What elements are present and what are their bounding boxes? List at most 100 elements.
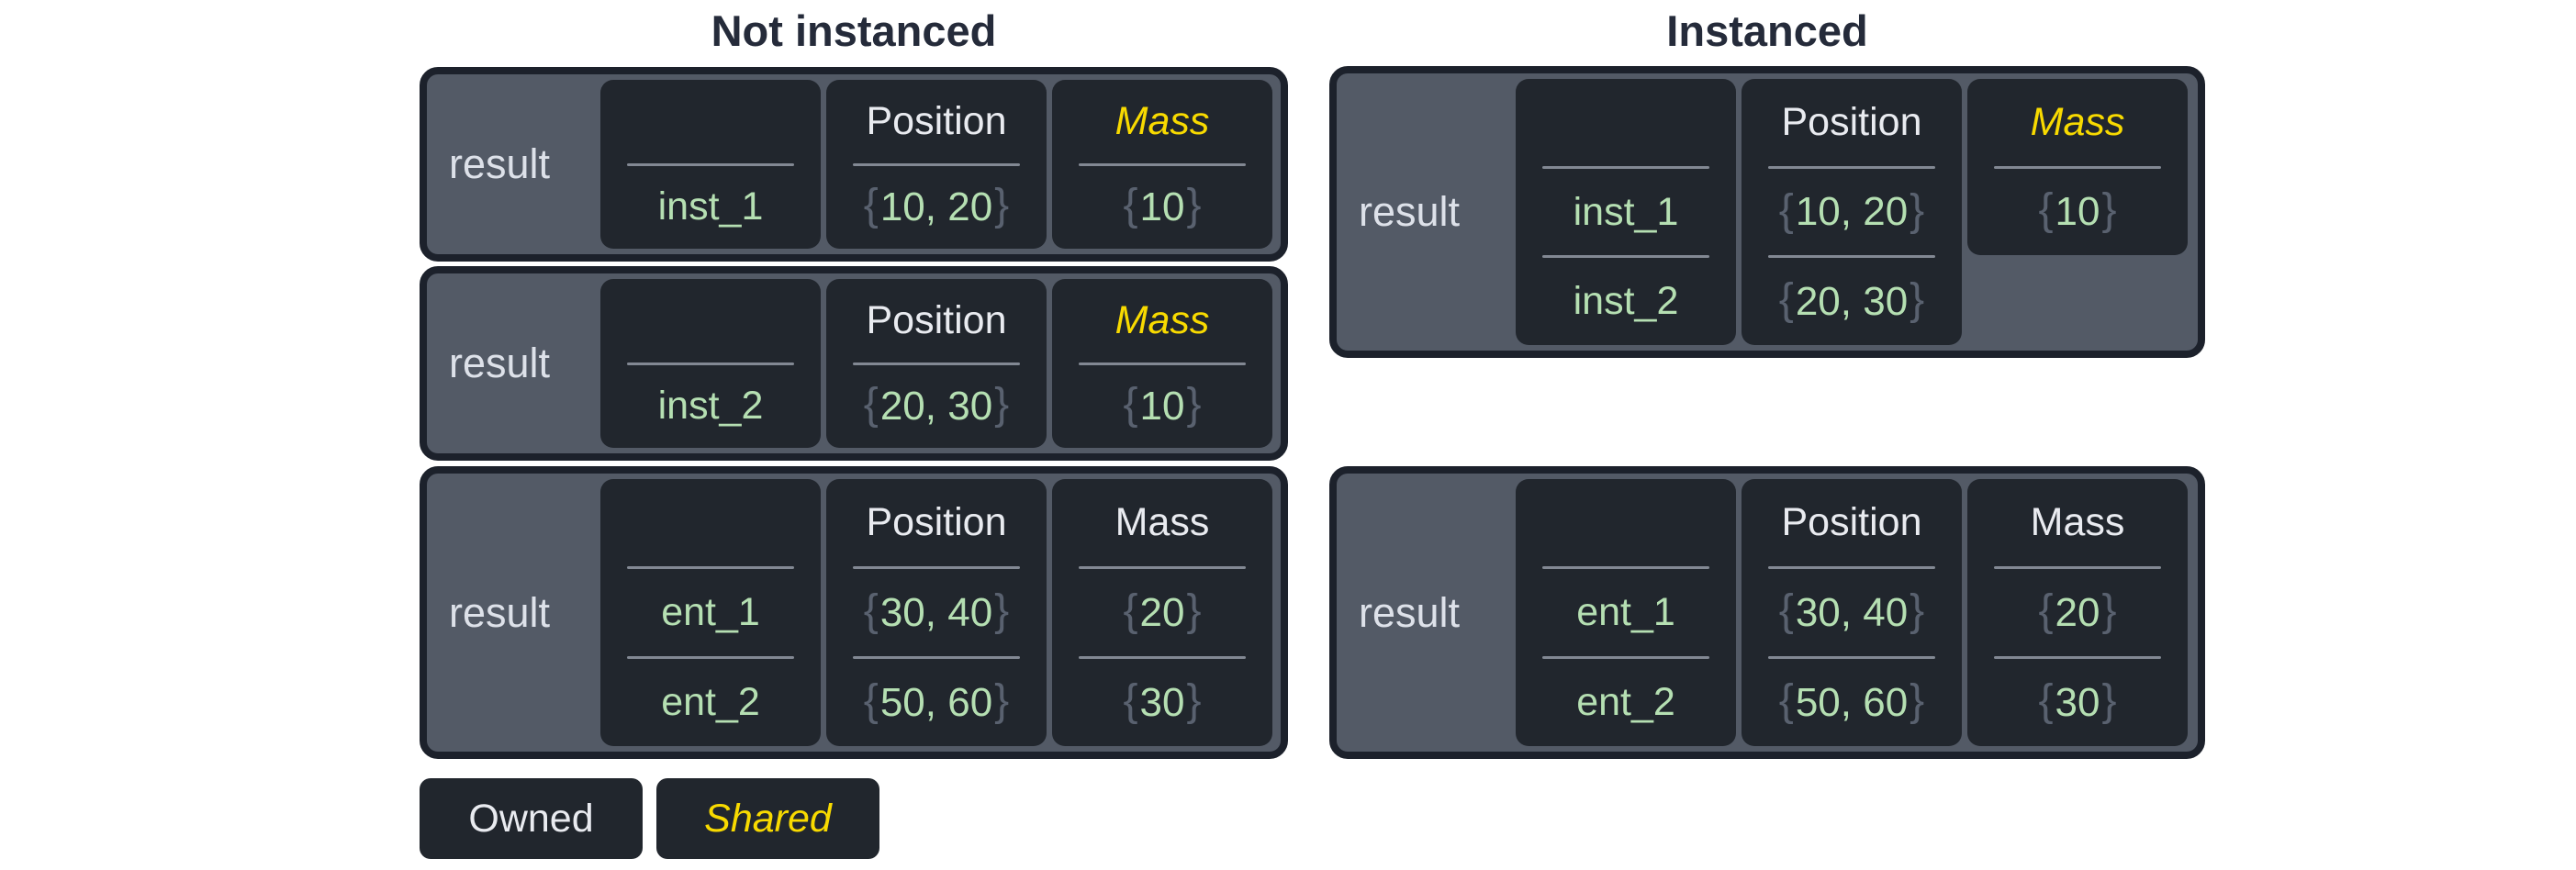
brace-close: } xyxy=(1910,185,1925,235)
entity-value-slot: ent_1 xyxy=(600,569,821,656)
brace-close: } xyxy=(1910,586,1925,635)
entity-header-empty xyxy=(600,279,821,362)
cell-divider xyxy=(852,162,1021,166)
position-value-slot: {10, 20} xyxy=(826,166,1047,250)
mass-header-slot: Mass xyxy=(1052,80,1272,163)
position-value: 20, 30 xyxy=(1795,278,1909,324)
result-label: result xyxy=(449,588,551,636)
position-header-slot: Position xyxy=(826,279,1047,362)
brace-close: } xyxy=(1186,676,1202,725)
entity-name: ent_1 xyxy=(661,590,760,634)
position-value-slot: {50, 60} xyxy=(1742,659,1962,746)
position-value: 30, 40 xyxy=(879,589,993,635)
entity-column: inst_2 xyxy=(600,279,821,448)
entity-value-slot: inst_2 xyxy=(1516,258,1736,345)
mass-value-slot: {30} xyxy=(1052,659,1272,746)
cell-divider xyxy=(852,362,1021,365)
mass-column: Mass {10} xyxy=(1052,279,1272,448)
cell-divider xyxy=(1078,162,1247,166)
mass-value-slot: {20} xyxy=(1967,569,2188,656)
mass-column: Mass {20} {30} xyxy=(1052,479,1272,746)
row-divider xyxy=(1767,656,1936,659)
position-value-slot: {20, 30} xyxy=(826,365,1047,449)
row-divider xyxy=(1541,656,1710,659)
mass-value-slot: {20} xyxy=(1052,569,1272,656)
entity-name: inst_1 xyxy=(657,184,764,229)
result-label: result xyxy=(1359,188,1461,235)
entity-name: inst_2 xyxy=(1573,279,1679,324)
brace-close: } xyxy=(994,586,1010,635)
brace-close: } xyxy=(994,676,1010,725)
cell-divider xyxy=(626,566,795,569)
position-header: Position xyxy=(866,98,1007,143)
position-column: Position {10, 20} {20, 30} xyxy=(1742,79,1962,345)
mass-value-slot: {30} xyxy=(1967,659,2188,746)
mass-header-slot: Mass xyxy=(1052,479,1272,566)
brace-close: } xyxy=(2101,586,2117,635)
position-value-slot: {50, 60} xyxy=(826,659,1047,746)
brace-open: { xyxy=(1778,676,1794,725)
mass-value: 20 xyxy=(1139,589,1185,635)
entity-column: inst_1 inst_2 xyxy=(1516,79,1736,345)
brace-close: } xyxy=(1910,676,1925,725)
brace-close: } xyxy=(2101,185,2117,235)
cell-divider xyxy=(1078,566,1247,569)
cell-divider xyxy=(1541,165,1710,169)
entity-value-slot: ent_2 xyxy=(1516,659,1736,746)
position-column: Position {10, 20} xyxy=(826,80,1047,249)
cell-divider xyxy=(1541,566,1710,569)
mass-header: Mass xyxy=(1114,500,1210,544)
mass-column-shared-single: Mass {10} xyxy=(1967,79,2188,255)
entity-value-slot: ent_1 xyxy=(1516,569,1736,656)
table-not-instanced-inst2: result inst_2 Position {20, 30} Mass {10… xyxy=(420,266,1288,461)
row-divider xyxy=(1541,255,1710,259)
brace-open: { xyxy=(1778,185,1794,235)
entity-header-empty xyxy=(1516,79,1736,166)
position-header-slot: Position xyxy=(826,479,1047,566)
cell-divider xyxy=(1767,165,1936,169)
entity-header-empty xyxy=(600,479,821,566)
position-value-slot: {20, 30} xyxy=(1742,258,1962,345)
brace-close: } xyxy=(1186,181,1202,230)
entity-column: ent_1 ent_2 xyxy=(1516,479,1736,746)
mass-value: 30 xyxy=(2055,679,2100,725)
cell-divider xyxy=(1078,362,1247,365)
position-column: Position {30, 40} {50, 60} xyxy=(826,479,1047,746)
position-column: Position {30, 40} {50, 60} xyxy=(1742,479,1962,746)
brace-close: } xyxy=(1186,586,1202,635)
position-value: 50, 60 xyxy=(1795,679,1909,725)
cell-divider xyxy=(626,162,795,166)
brace-open: { xyxy=(1123,181,1138,230)
mass-value-slot: {10} xyxy=(1052,365,1272,449)
result-label: result xyxy=(449,340,551,386)
entity-value-slot: inst_2 xyxy=(600,365,821,449)
row-divider xyxy=(626,656,795,659)
mass-value: 20 xyxy=(2055,589,2100,635)
brace-open: { xyxy=(863,181,879,230)
legend: Owned Shared xyxy=(420,778,879,859)
table-not-instanced-entities: result ent_1 ent_2 Position {30, 40} {50… xyxy=(420,466,1288,759)
table-instanced-entities: result ent_1 ent_2 Position {30, 40} {50… xyxy=(1329,466,2205,759)
mass-value: 10 xyxy=(1139,184,1185,229)
mass-header-shared: Mass xyxy=(2030,99,2125,144)
position-value-slot: {10, 20} xyxy=(1742,169,1962,256)
brace-open: { xyxy=(2038,676,2054,725)
entity-column: ent_1 ent_2 xyxy=(600,479,821,746)
mass-value-slot: {10} xyxy=(1052,166,1272,250)
mass-header-shared: Mass xyxy=(1114,297,1210,342)
mass-value-slot: {10} xyxy=(1967,169,2188,256)
result-label: result xyxy=(1359,588,1461,636)
mass-header: Mass xyxy=(2030,500,2125,544)
entity-name: ent_2 xyxy=(1576,680,1675,724)
brace-close: } xyxy=(994,181,1010,230)
mass-header-slot: Mass xyxy=(1967,479,2188,566)
title-not-instanced: Not instanced xyxy=(711,6,997,55)
entity-header-empty xyxy=(600,80,821,163)
mass-value: 10 xyxy=(1139,383,1185,429)
cell-divider xyxy=(852,566,1021,569)
cell-divider xyxy=(1993,566,2162,569)
entity-name: inst_2 xyxy=(657,384,764,429)
entity-value-slot: inst_1 xyxy=(600,166,821,250)
title-instanced: Instanced xyxy=(1666,6,1868,55)
